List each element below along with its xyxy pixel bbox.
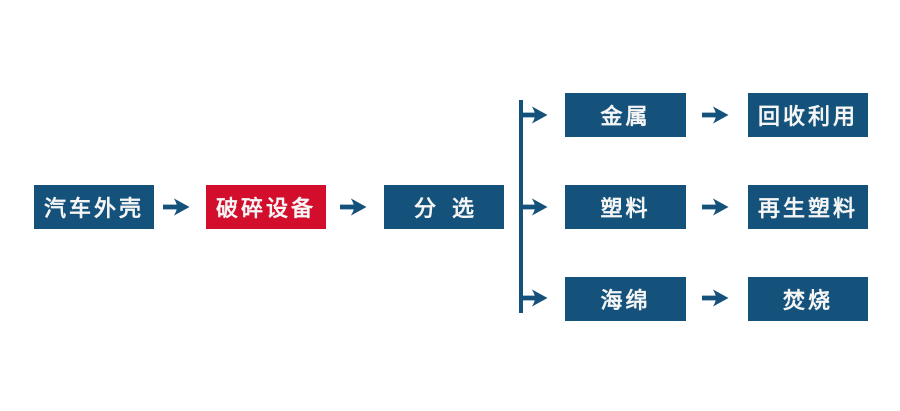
arrow-right-icon	[163, 198, 190, 216]
arrow-right-icon	[521, 106, 548, 124]
arrow-right-icon	[521, 289, 548, 307]
node-recycling: 回收利用	[748, 93, 868, 137]
node-metal: 金属	[565, 93, 686, 137]
node-recycled-plastic: 再生塑料	[748, 185, 868, 229]
arrow-right-icon	[702, 106, 729, 124]
node-sponge: 海绵	[565, 277, 686, 321]
node-sorting: 分选	[384, 185, 504, 229]
arrow-right-icon	[340, 198, 367, 216]
arrow-right-icon	[702, 289, 729, 307]
node-incineration: 焚烧	[748, 277, 868, 321]
node-plastic: 塑料	[565, 185, 686, 229]
arrow-right-icon	[521, 198, 548, 216]
node-car-shell: 汽车外壳	[34, 185, 154, 229]
node-crushing-equipment: 破碎设备	[206, 185, 326, 229]
arrow-right-icon	[702, 198, 729, 216]
